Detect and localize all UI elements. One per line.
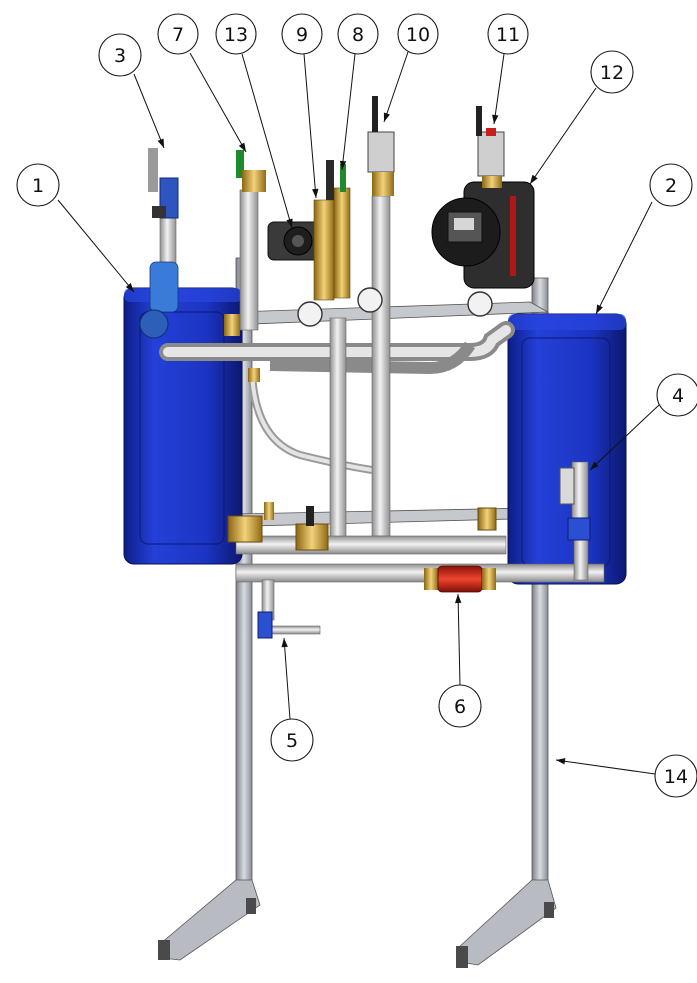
leader-line xyxy=(341,53,356,171)
right-foot xyxy=(457,879,557,966)
flow-indicator xyxy=(424,565,496,593)
leader-line xyxy=(189,52,247,153)
callout-number: 2 xyxy=(665,175,677,197)
leader-line xyxy=(303,53,317,199)
arrowhead xyxy=(281,638,288,648)
callout-13: 13 xyxy=(215,13,293,229)
arrowhead xyxy=(590,461,599,470)
callout-circle xyxy=(487,13,529,55)
callout-circle xyxy=(16,163,60,207)
ball-valves xyxy=(148,96,591,639)
callout-number: 10 xyxy=(406,24,430,46)
arrowhead xyxy=(530,174,538,184)
callout-2: 2 xyxy=(595,163,693,315)
callout-number: 12 xyxy=(600,62,624,84)
arrowhead xyxy=(157,138,164,148)
callout-9: 9 xyxy=(281,13,323,199)
arrowhead xyxy=(125,283,134,292)
callout-circle xyxy=(397,13,439,55)
leader-line xyxy=(283,637,291,720)
leader-line xyxy=(595,201,653,315)
callout-circle xyxy=(656,373,697,417)
callout-circle xyxy=(337,13,379,55)
arrowhead xyxy=(454,594,462,604)
callout-circle xyxy=(215,13,257,55)
arrowhead xyxy=(556,758,566,765)
top-crossbar xyxy=(234,301,550,325)
callout-number: 1 xyxy=(32,175,44,197)
lower-fittings xyxy=(224,314,497,551)
leader-line xyxy=(241,53,293,229)
callout-11: 11 xyxy=(487,13,529,125)
arrowhead xyxy=(339,160,347,170)
leader-line xyxy=(457,593,461,686)
callout-number: 4 xyxy=(672,385,684,407)
leader-line xyxy=(493,53,505,125)
callout-8: 8 xyxy=(337,13,379,171)
callout-circle xyxy=(649,163,693,207)
callout-6: 6 xyxy=(438,593,482,728)
leader-line xyxy=(529,87,597,185)
arrowhead xyxy=(596,304,603,314)
callout-circle xyxy=(654,754,697,798)
left-foot xyxy=(159,879,261,961)
callout-number: 6 xyxy=(454,696,466,718)
arrowhead xyxy=(312,188,319,198)
leader-line xyxy=(133,73,165,149)
pump-large xyxy=(431,181,535,289)
leader-line xyxy=(383,51,409,123)
leader-line xyxy=(589,404,660,471)
callout-number: 5 xyxy=(286,730,298,752)
callout-circle xyxy=(157,13,199,55)
callout-14: 14 xyxy=(555,754,697,798)
leader-line xyxy=(555,759,656,775)
callout-number: 8 xyxy=(352,24,364,46)
callout-1: 1 xyxy=(16,163,135,293)
bottom-crossbar xyxy=(234,507,550,527)
callout-circle xyxy=(270,718,314,762)
callout-circle xyxy=(281,13,323,55)
arrowhead xyxy=(492,114,499,124)
callout-number: 7 xyxy=(172,24,184,46)
callout-circle xyxy=(98,33,142,77)
arrowhead xyxy=(238,142,246,152)
callout-circle xyxy=(590,50,634,94)
callout-circle xyxy=(438,684,482,728)
filter-assembly xyxy=(139,177,179,339)
pressure-gauges xyxy=(297,287,493,327)
piping xyxy=(159,189,605,635)
callout-number: 11 xyxy=(496,24,520,46)
callout-4: 4 xyxy=(589,373,697,471)
callout-number: 3 xyxy=(114,45,126,67)
arrowhead xyxy=(383,112,390,122)
callout-number: 14 xyxy=(664,766,688,788)
callout-7: 7 xyxy=(157,13,247,153)
arrowhead xyxy=(286,218,293,228)
callout-3: 3 xyxy=(98,33,165,149)
callout-10: 10 xyxy=(383,13,439,123)
callout-12: 12 xyxy=(529,50,634,185)
callout-number: 9 xyxy=(296,24,308,46)
leader-line xyxy=(57,199,135,293)
callout-number: 13 xyxy=(224,24,248,46)
right-tank xyxy=(507,313,627,585)
brass-valve-stack xyxy=(313,160,351,301)
callout-5: 5 xyxy=(270,637,314,762)
